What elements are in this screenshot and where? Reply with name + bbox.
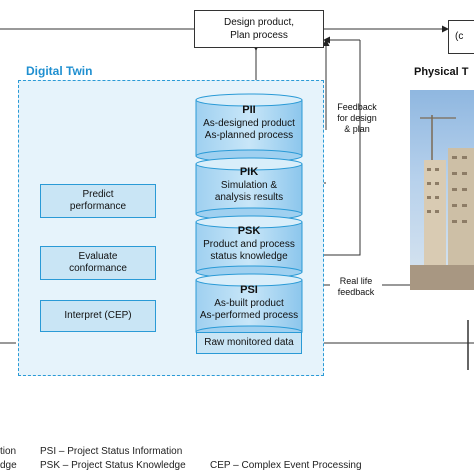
right-cropped-box: (c: [448, 20, 474, 54]
construction-site-photo: [410, 90, 474, 290]
cylinder-psi: [195, 273, 303, 339]
pik-line1: Simulation &: [220, 180, 278, 191]
pii-label: PII As-designed product As-planned proce…: [196, 104, 302, 142]
digital-twin-title: Digital Twin: [26, 64, 93, 78]
evaluate-conformance-box: Evaluate conformance: [40, 246, 156, 280]
raw-data-label: Raw monitored data: [204, 337, 294, 348]
right-box-label: (c: [455, 31, 464, 42]
evaluate-line1: Evaluate: [78, 251, 118, 262]
pii-code: PII: [242, 104, 256, 116]
design-product-box: Design product, Plan process: [194, 10, 324, 48]
pik-line2: analysis results: [214, 192, 284, 203]
legend-psi: PSI – Project Status Information: [40, 446, 183, 457]
interpret-cep-box: Interpret (CEP): [40, 300, 156, 332]
predict-performance-box: Predict performance: [40, 184, 156, 218]
physical-twin-title: Physical T: [414, 66, 469, 78]
data-store-stack: [195, 93, 303, 339]
pik-code: PIK: [239, 166, 259, 178]
legend-psk: PSK – Project Status Knowledge: [40, 460, 186, 471]
psi-line2: As-performed process: [199, 310, 299, 321]
real-life-feedback-label: Real life feedback: [330, 276, 382, 298]
building-illustration: [410, 115, 474, 290]
legend-col1-line1: tion: [0, 446, 17, 457]
psk-line2: status knowledge: [210, 251, 288, 262]
interpret-line1: Interpret (CEP): [64, 310, 132, 321]
psk-label: PSK Product and process status knowledge: [196, 225, 302, 263]
legend-cep: CEP – Complex Event Processing: [210, 460, 362, 471]
cylinder-psk: [195, 215, 303, 279]
psi-code: PSI: [240, 284, 258, 296]
pii-line1: As-designed product: [203, 118, 295, 129]
feedback-design-label: Feedback for design & plan: [328, 102, 386, 135]
psi-label: PSI As-built product As-performed proces…: [196, 284, 302, 322]
feedback-line1: Feedback: [337, 102, 377, 112]
real-life-line2: feedback: [337, 287, 375, 297]
legend-col1-line2: dge: [0, 460, 17, 471]
real-life-line1: Real life: [339, 276, 373, 286]
raw-data-box: Raw monitored data: [196, 332, 302, 354]
pik-label: PIK Simulation & analysis results: [196, 166, 302, 204]
predict-line2: performance: [69, 201, 127, 212]
psk-line1: Product and process: [203, 239, 295, 250]
evaluate-line2: conformance: [69, 263, 127, 274]
pii-line2: As-planned process: [204, 130, 294, 141]
cylinder-pii: [195, 93, 303, 163]
design-box-line2: Plan process: [230, 30, 288, 41]
psi-line1: As-built product: [214, 298, 284, 309]
predict-line1: Predict: [82, 189, 114, 200]
design-box-line1: Design product,: [223, 17, 295, 28]
psk-code: PSK: [237, 225, 261, 237]
feedback-line2: for design: [337, 113, 377, 123]
feedback-line3: & plan: [344, 124, 370, 134]
